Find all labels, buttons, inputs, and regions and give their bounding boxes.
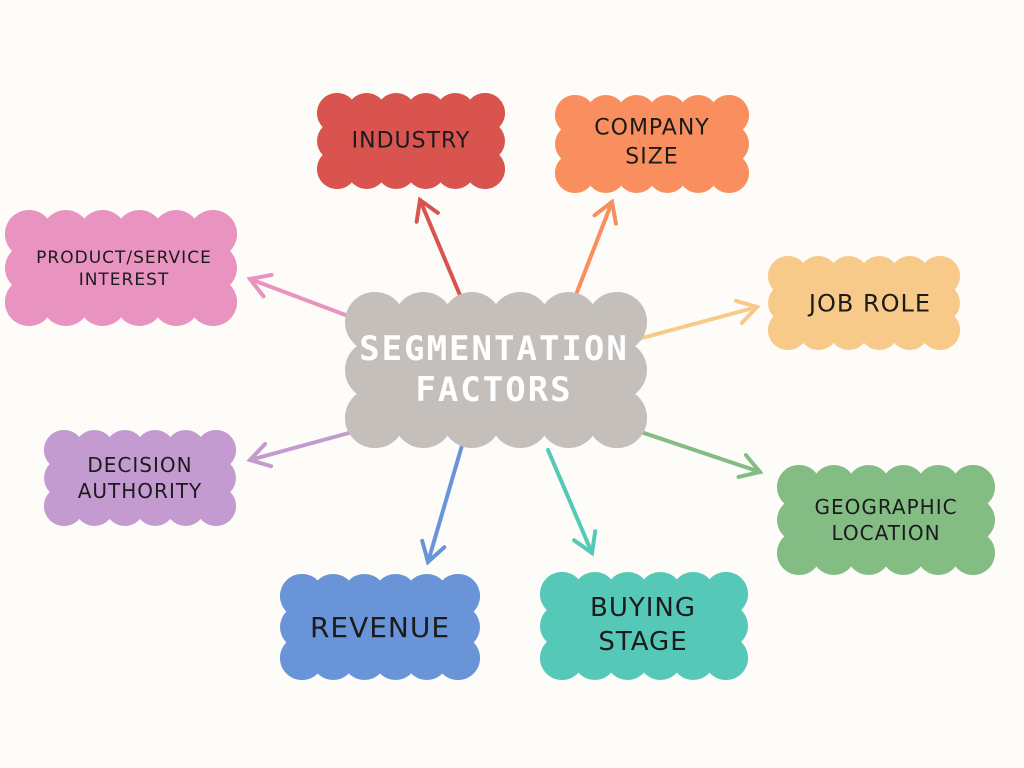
revenue-arrow	[420, 440, 465, 566]
center-line-1: SEGMENTATION	[359, 329, 629, 370]
node-job-role: JOB ROLE	[809, 288, 931, 319]
buying-stage-cloud	[540, 572, 748, 680]
industry-arrow	[414, 196, 464, 302]
node-text: LOCATION	[831, 521, 941, 545]
node-text: DECISION	[87, 453, 193, 477]
node-company-size: COMPANY SIZE	[594, 114, 709, 171]
node-text: INTEREST	[78, 270, 170, 290]
node-text: GEOGRAPHIC	[814, 495, 958, 519]
node-geographic-location: GEOGRAPHIC LOCATION	[814, 494, 957, 546]
node-text: AUTHORITY	[77, 479, 203, 503]
node-text: STAGE	[598, 627, 688, 657]
node-text: SIZE	[625, 144, 679, 169]
center-line-2: FACTORS	[415, 370, 573, 410]
revenue-cloud	[280, 574, 480, 680]
center-node-label: SEGMENTATION FACTORS	[359, 329, 629, 411]
node-text: COMPANY	[594, 115, 710, 141]
decision-authority-cloud	[44, 430, 236, 526]
node-text: REVENUE	[309, 610, 451, 644]
company-size-cloud	[555, 95, 749, 193]
job-role-cloud	[768, 256, 960, 350]
industry-cloud	[317, 93, 505, 189]
node-buying-stage: BUYING STAGE	[590, 592, 696, 660]
node-product-service-interest: PRODUCT/SERVICE INTEREST	[36, 247, 212, 291]
job-role-arrow	[640, 298, 761, 340]
node-industry: INDUSTRY	[352, 128, 471, 157]
node-revenue: REVENUE	[310, 610, 450, 646]
geographic-location-arrow	[618, 423, 764, 479]
node-text: PRODUCT/SERVICE	[36, 247, 212, 268]
node-text: BUYING	[589, 593, 697, 624]
geographic-location-cloud	[777, 465, 995, 575]
node-text: JOB ROLE	[808, 289, 932, 318]
center-cloud	[345, 292, 647, 448]
buying-stage-arrow	[546, 448, 598, 557]
node-text: INDUSTRY	[351, 128, 471, 154]
company-size-arrow	[570, 198, 618, 307]
node-decision-authority: DECISION AUTHORITY	[78, 452, 203, 504]
product-service-interest-cloud	[5, 210, 237, 326]
